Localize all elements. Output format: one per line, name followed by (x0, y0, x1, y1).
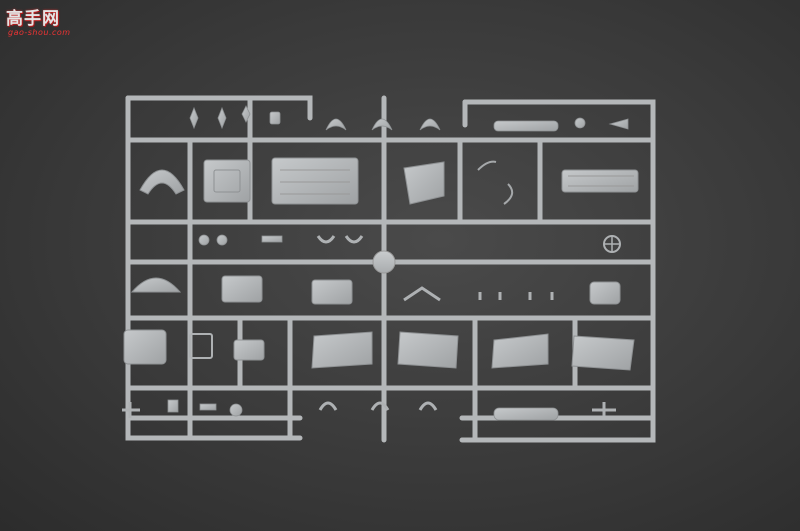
watermark-title: 高手网 (6, 9, 60, 29)
crate-part (123, 329, 167, 365)
middle-row-parts (198, 234, 621, 253)
bottom-row-parts (122, 399, 616, 421)
track-link-part (493, 407, 559, 421)
fender-part-2 (397, 331, 459, 369)
site-watermark: 高手网 gao-shou.com (4, 4, 74, 40)
fender-part-4 (571, 335, 635, 371)
hull-plate-part (271, 157, 359, 205)
fender-part-1 (311, 331, 373, 369)
sprue-hub (372, 250, 396, 274)
lower-panel-parts (123, 329, 635, 371)
watermark-url: gao-shou.com (8, 28, 71, 37)
dome-part (130, 277, 182, 293)
top-row-parts (189, 105, 629, 132)
engine-deck-part (203, 159, 251, 203)
track-section-part (561, 169, 639, 193)
curved-shield-part (139, 169, 185, 195)
upper-panel-parts (139, 157, 639, 205)
armor-plate-part (403, 161, 445, 205)
lower-middle-parts (130, 275, 621, 305)
fender-part-3 (491, 333, 549, 369)
